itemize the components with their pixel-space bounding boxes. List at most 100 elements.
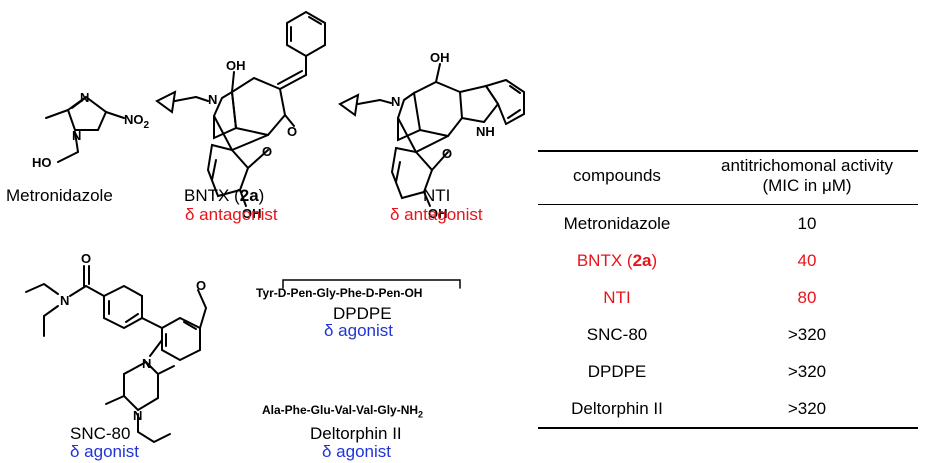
snc80-methoxyphenyl-ring (161, 316, 201, 362)
snc80-ar-ch (141, 317, 163, 329)
metronidazole-chain-2 (57, 151, 79, 163)
snc80-methyl-top (157, 365, 175, 375)
nti-cp-link-2 (379, 99, 392, 104)
bntx-ketone (284, 114, 295, 127)
nti-ar-dbl (395, 161, 401, 183)
snc80-atom-n-bottom: N (133, 408, 142, 423)
nti-atom-oh-bottom: OH (428, 206, 448, 221)
bntx-furan (247, 149, 269, 169)
bntx-cp-link-2 (195, 96, 209, 102)
bntx-atom-n: N (208, 92, 217, 107)
metronidazole-atom-n-bottom: N (72, 128, 81, 143)
nti-oh-bond (435, 63, 441, 83)
bntx-oh-bond (231, 71, 235, 93)
nti-indole-dbl-2 (507, 109, 521, 119)
bntx-atom-o-ring: O (262, 144, 272, 159)
nti-furan (431, 151, 449, 171)
nti-atom-oh-top: OH (430, 50, 450, 65)
snc80-ethyl-2 (43, 305, 59, 337)
table-row: Deltorphin II >320 (538, 390, 918, 429)
snc80-atom-n-top: N (142, 356, 151, 371)
table-row: SNC-80 >320 (538, 316, 918, 353)
bntx-structure: N OH O O OH (155, 10, 326, 221)
bntx-role: δ antagonist (185, 205, 278, 224)
nti-indole-dbl (509, 85, 521, 94)
row-compound: NTI (603, 287, 631, 307)
deltorphin-role: δ agonist (322, 442, 392, 461)
row-mic: 10 (797, 213, 817, 233)
snc80-role: δ agonist (70, 442, 140, 461)
metronidazole-chain-1 (74, 131, 79, 153)
snc80-atom-n-amide: N (60, 293, 69, 308)
bntx-atom-oh-top: OH (226, 58, 246, 73)
row-compound: BNTX (2a) (576, 250, 658, 270)
nti-atom-o-ring: O (442, 146, 452, 161)
row-mic: 80 (797, 287, 817, 307)
bntx-exo-double (279, 74, 307, 90)
snc80-ch-n (149, 339, 163, 357)
row-mic: 40 (797, 250, 817, 270)
bntx-name: BNTX (2a) (184, 186, 265, 205)
metronidazole-methyl (45, 109, 69, 119)
snc80-piperazine (123, 361, 159, 412)
snc80-methyl-bottom (105, 395, 125, 405)
row-mic: >320 (696, 390, 918, 429)
row-compound: Deltorphin II (538, 390, 696, 429)
metronidazole-atom-n-top: N (80, 90, 89, 105)
nti-role: δ antagonist (390, 205, 483, 224)
bntx-atom-o-ketone: O (287, 124, 297, 139)
deltorphin-sequence: Ala-Phe-Glu-Val-Val-Gly-NH2 (262, 403, 424, 420)
snc80-amide-c-ar (85, 285, 105, 297)
bntx-exo-double-2 (277, 70, 303, 85)
row-compound: DPDPE (587, 361, 647, 381)
row-mic: >320 (787, 324, 827, 344)
nti-name: NTI (423, 186, 451, 205)
metronidazole-nitro-bond (105, 111, 125, 119)
nti-cyclopropyl (338, 93, 360, 117)
activity-table: compounds antitrichomonal activity (MIC … (538, 150, 918, 429)
row-mic: >320 (787, 361, 827, 381)
snc80-ethyl-1 (25, 282, 59, 295)
table-row: BNTX (2a) 40 (538, 242, 918, 279)
table-row: DPDPE >320 (538, 353, 918, 390)
bntx-phenyl-ring (286, 10, 326, 58)
nti-cyclohexene (413, 80, 464, 138)
snc80-atom-o-methoxy: O (196, 278, 206, 293)
bntx-cp-link (174, 96, 197, 102)
snc80-amide-c-n (69, 285, 87, 297)
snc80-atom-o-carbonyl: O (81, 251, 91, 266)
dpdpe-role: δ agonist (324, 321, 394, 340)
metronidazole-atom-ho: HO (32, 155, 52, 170)
dpdpe-disulfide-bridge (282, 279, 461, 289)
nti-indole-pyrrole (459, 84, 500, 124)
snc80-ring1-dbl-2 (125, 313, 139, 323)
snc80-allyl (137, 413, 171, 444)
bntx-piperidine (213, 90, 238, 140)
nti-indole-benzene (484, 78, 525, 126)
nti-structure: N OH O NH OH (338, 50, 525, 221)
metronidazole-name: Metronidazole (6, 186, 113, 205)
snc80-methoxy (197, 289, 208, 329)
metronidazole-double-bond (71, 98, 85, 109)
bntx-atom-oh-bottom: OH (242, 206, 262, 221)
bntx-ar-dbl (211, 159, 217, 181)
snc80-name: SNC-80 (70, 424, 131, 443)
nti-atom-n: N (391, 94, 400, 109)
bntx-cyclopropyl (155, 90, 177, 114)
nti-cp-link (357, 99, 381, 105)
header-compounds: compounds (538, 150, 696, 205)
dpdpe-sequence: Tyr-D-Pen-Gly-Phe-D-Pen-OH (256, 286, 423, 300)
table-row: Metronidazole 10 (538, 205, 918, 243)
snc80-ring2-dbl (183, 321, 197, 330)
row-compound: SNC-80 (586, 324, 648, 344)
metronidazole-atom-no2: NO2 (124, 112, 150, 131)
bntx-phenyl-dbl-1 (308, 16, 322, 25)
snc80-structure: O N O N N (25, 251, 208, 444)
deltorphin-name: Deltorphin II (310, 424, 402, 443)
nti-ar-oh (423, 191, 431, 207)
dpdpe-name: DPDPE (333, 304, 392, 323)
metronidazole-structure: N N NO2 HO (32, 90, 150, 170)
row-compound: Metronidazole (563, 213, 671, 233)
header-activity: antitrichomonal activity (MIC in μM) (696, 150, 918, 205)
